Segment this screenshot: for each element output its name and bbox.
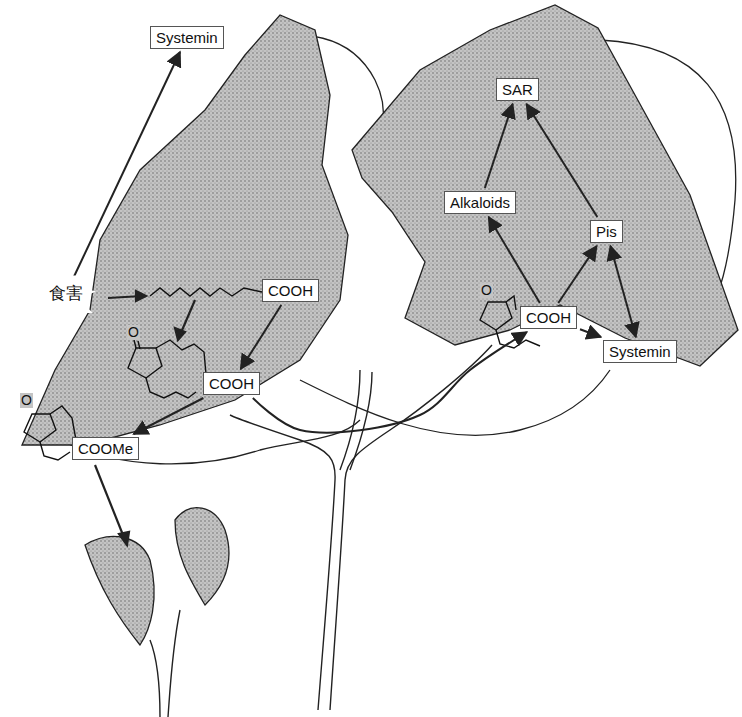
leaf — [22, 5, 738, 645]
node-text: Systemin — [609, 343, 671, 360]
node-text: COOH — [526, 309, 571, 326]
connector-arrow — [485, 104, 513, 188]
molecule — [24, 288, 540, 460]
product-box: Pis — [590, 220, 623, 243]
formula-box: COOMe — [72, 437, 139, 460]
connector-arrow — [241, 305, 282, 369]
node-text: COOH — [209, 375, 254, 392]
connector-arrow — [527, 104, 598, 217]
response-box: SAR — [496, 78, 539, 101]
formula-box: COOH — [262, 279, 319, 302]
node-text: COOMe — [78, 440, 133, 457]
atom-label: O — [127, 325, 140, 340]
hormone-box: Systemin — [603, 340, 677, 363]
connector-arrow — [580, 329, 601, 337]
atom-label: O — [20, 393, 33, 408]
feeding-arrow — [95, 291, 195, 545]
connector-arrow — [558, 246, 596, 303]
damage-mark: 食害 — [44, 280, 88, 307]
connector-arrow — [74, 52, 180, 277]
node-text: 食害 — [49, 282, 83, 305]
formula-box: COOH — [203, 372, 260, 395]
connector-arrow — [610, 246, 635, 337]
connector-arrow — [134, 398, 204, 434]
formula-box: COOH — [520, 306, 577, 329]
node-text: Systemin — [156, 29, 218, 46]
node-text: SAR — [502, 81, 533, 98]
node-text: Pis — [596, 223, 617, 240]
connector-arrow — [489, 217, 540, 303]
product-box: Alkaloids — [444, 191, 516, 214]
atom-label: O — [480, 283, 493, 298]
hormone-box: Systemin — [150, 26, 224, 49]
connector-arrow — [253, 332, 527, 433]
node-text: Alkaloids — [450, 194, 510, 211]
node-text: COOH — [268, 282, 313, 299]
